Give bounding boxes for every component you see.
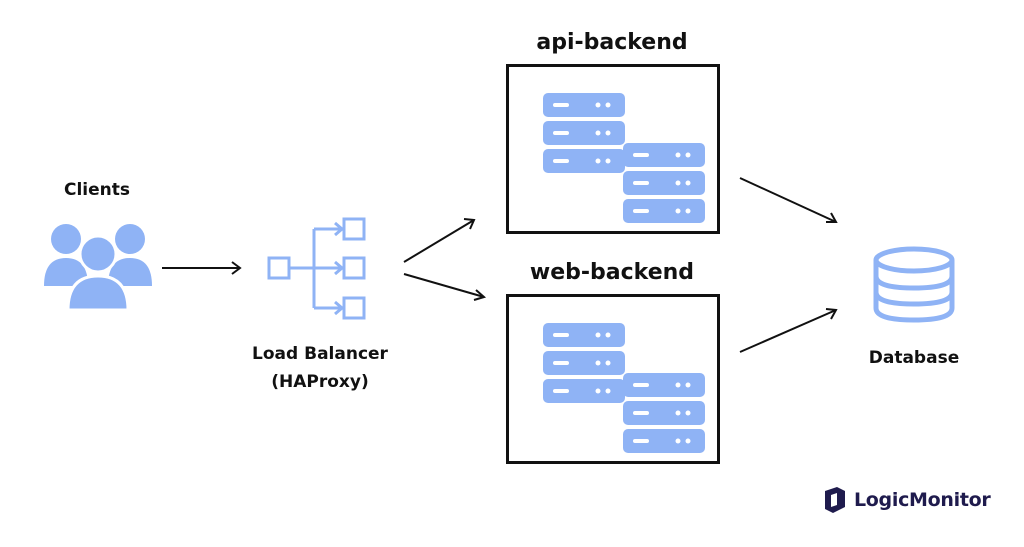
brand-logo: LogicMonitor [822, 486, 991, 514]
arrow-clients-to-lb [162, 261, 242, 275]
clients-label: Clients [63, 180, 130, 200]
brand-name: LogicMonitor [854, 489, 991, 511]
users-icon [44, 224, 152, 312]
load-balancer-label: Load Balancer [252, 344, 388, 364]
arrow-lb-to-api [403, 218, 476, 263]
arrow-api-to-db [739, 177, 838, 223]
logicmonitor-logo-icon [825, 487, 845, 513]
api-backend-box [506, 64, 720, 234]
load-balancer-icon [267, 217, 366, 320]
server-stack-icon [543, 323, 705, 453]
database-label: Database [868, 348, 960, 368]
web-backend-label: web-backend [529, 260, 695, 285]
arrow-web-to-db [739, 308, 838, 353]
database-icon [873, 246, 955, 323]
server-stack-icon [543, 93, 705, 223]
web-backend-box [506, 294, 720, 464]
load-balancer-sublabel: (HAProxy) [271, 372, 369, 392]
arrow-lb-to-web [403, 273, 487, 301]
api-backend-label: api-backend [536, 30, 688, 55]
